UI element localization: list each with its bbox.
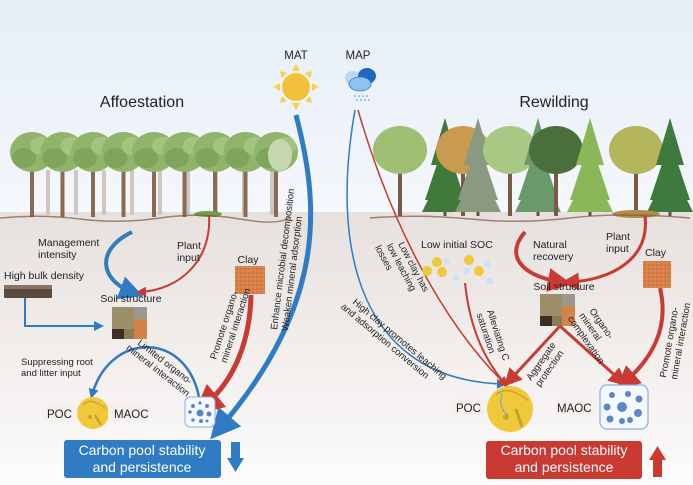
rain-cloud-icon bbox=[345, 68, 376, 101]
faded-tree-icon bbox=[268, 139, 292, 171]
up-arrow-icon bbox=[649, 446, 666, 477]
poc-label-afforestation: POC bbox=[47, 409, 72, 421]
mat-to-maoc-arrow bbox=[210, 114, 314, 440]
map-blue-to-poc-arrow bbox=[346, 109, 507, 389]
clay-icon-afforestation bbox=[235, 266, 265, 294]
down-arrow-icon bbox=[227, 442, 244, 472]
clay-to-maoc-arrow-rewilding bbox=[615, 287, 665, 390]
rewilding-outcome-line1: Carbon pool stability bbox=[501, 442, 628, 458]
plant-input-label-afforestation: Plant input bbox=[177, 240, 204, 264]
plant-input-arrow-rewilding bbox=[561, 215, 647, 291]
rewilding-title: Rewilding bbox=[519, 94, 588, 111]
clay-icon-rewilding bbox=[643, 261, 671, 288]
poc-tag-bg-afforestation bbox=[43, 405, 75, 421]
aggregate-protection-label: Aggregate protection bbox=[524, 338, 569, 389]
clay-label-afforestation: Clay bbox=[237, 254, 259, 266]
afforestation-outcome-box: Carbon pool stability and persistence bbox=[64, 440, 221, 478]
rewilding-tree-row bbox=[373, 118, 693, 218]
map-label: MAP bbox=[346, 50, 371, 62]
low-soc-to-poc-arrow bbox=[464, 282, 508, 388]
rewilding-outcome-box: Carbon pool stability and persistence bbox=[486, 441, 642, 479]
root-layer bbox=[0, 214, 691, 223]
rewilding-outcome-line2: and persistence bbox=[515, 459, 614, 475]
poc-icon-afforestation bbox=[77, 397, 109, 429]
afforestation-outcome-bg bbox=[64, 440, 221, 478]
soil-to-poc-arrow bbox=[88, 346, 202, 404]
afforestation-tree-row bbox=[10, 132, 298, 217]
deciduous-tree-icon bbox=[10, 132, 54, 217]
high-clay-label: High clay promotes leaching and adsorpti… bbox=[338, 293, 450, 392]
suppressing-label: Suppressing root and litter input bbox=[21, 357, 95, 379]
deciduous-tree-icon bbox=[373, 126, 427, 216]
map-red-to-poc-arrow bbox=[357, 109, 508, 387]
mat-label: MAT bbox=[284, 50, 307, 62]
soil-structure-label-rewilding: Soil structure bbox=[533, 281, 594, 293]
plant-input-label-rewilding: Plant input bbox=[606, 231, 633, 255]
conifer-tree-icon bbox=[567, 118, 613, 216]
conifer-tree-icon bbox=[647, 118, 693, 216]
soil-structure-icon-afforestation bbox=[112, 307, 147, 339]
clay-to-maoc-arrow-afforestation bbox=[193, 294, 254, 415]
management-intensity-label: Management intensity bbox=[38, 237, 102, 261]
afforestation-title: Affoestation bbox=[100, 94, 184, 111]
maoc-label-afforestation: MAOC bbox=[114, 409, 149, 421]
maoc-icon-rewilding bbox=[599, 384, 649, 430]
maoc-icon-afforestation bbox=[184, 396, 216, 428]
poc-label-rewilding: POC bbox=[456, 403, 481, 415]
soil-structure-label-afforestation: Soil structure bbox=[100, 293, 161, 305]
high-bulk-density-label: High bulk density bbox=[4, 270, 85, 282]
natural-recovery-arrow bbox=[514, 230, 572, 292]
deciduous-tree-icon bbox=[483, 126, 537, 216]
deciduous-tree-icon bbox=[71, 132, 115, 217]
sun-icon bbox=[273, 64, 319, 110]
understory-plant-icon bbox=[612, 210, 660, 218]
organo-complexation-arrow bbox=[558, 324, 627, 387]
deciduous-tree-icon bbox=[529, 126, 583, 216]
poc-icon-rewilding bbox=[487, 386, 533, 432]
low-soc-particles-icon bbox=[422, 255, 493, 284]
bulk-density-soil-strip bbox=[4, 285, 52, 298]
maoc-tag-bg-afforestation bbox=[108, 405, 148, 421]
low-initial-soc-label: Low initial SOC bbox=[421, 239, 493, 251]
plant-input-arrow-afforestation bbox=[136, 214, 211, 297]
afforestation-outcome-line2: and persistence bbox=[93, 459, 192, 475]
alleviating-label: Alleviating C saturation bbox=[474, 309, 512, 369]
deciduous-tree-icon bbox=[223, 132, 268, 217]
aggregate-protection-arrow bbox=[503, 324, 562, 387]
poc-tag-bg-rewilding bbox=[452, 399, 484, 415]
management-intensity-arrow bbox=[104, 230, 144, 300]
soil-ground bbox=[0, 212, 693, 485]
bulk-density-arrow bbox=[24, 298, 104, 331]
deciduous-tree-icon bbox=[609, 126, 663, 216]
soil-structure-icon-rewilding bbox=[540, 294, 575, 326]
afforestation-outcome-line1: Carbon pool stability bbox=[79, 442, 206, 458]
natural-recovery-label: Natural recovery bbox=[533, 239, 574, 263]
maoc-tag-bg-rewilding bbox=[555, 399, 597, 415]
maoc-label-rewilding: MAOC bbox=[557, 403, 592, 415]
clay-label-rewilding: Clay bbox=[645, 247, 667, 259]
